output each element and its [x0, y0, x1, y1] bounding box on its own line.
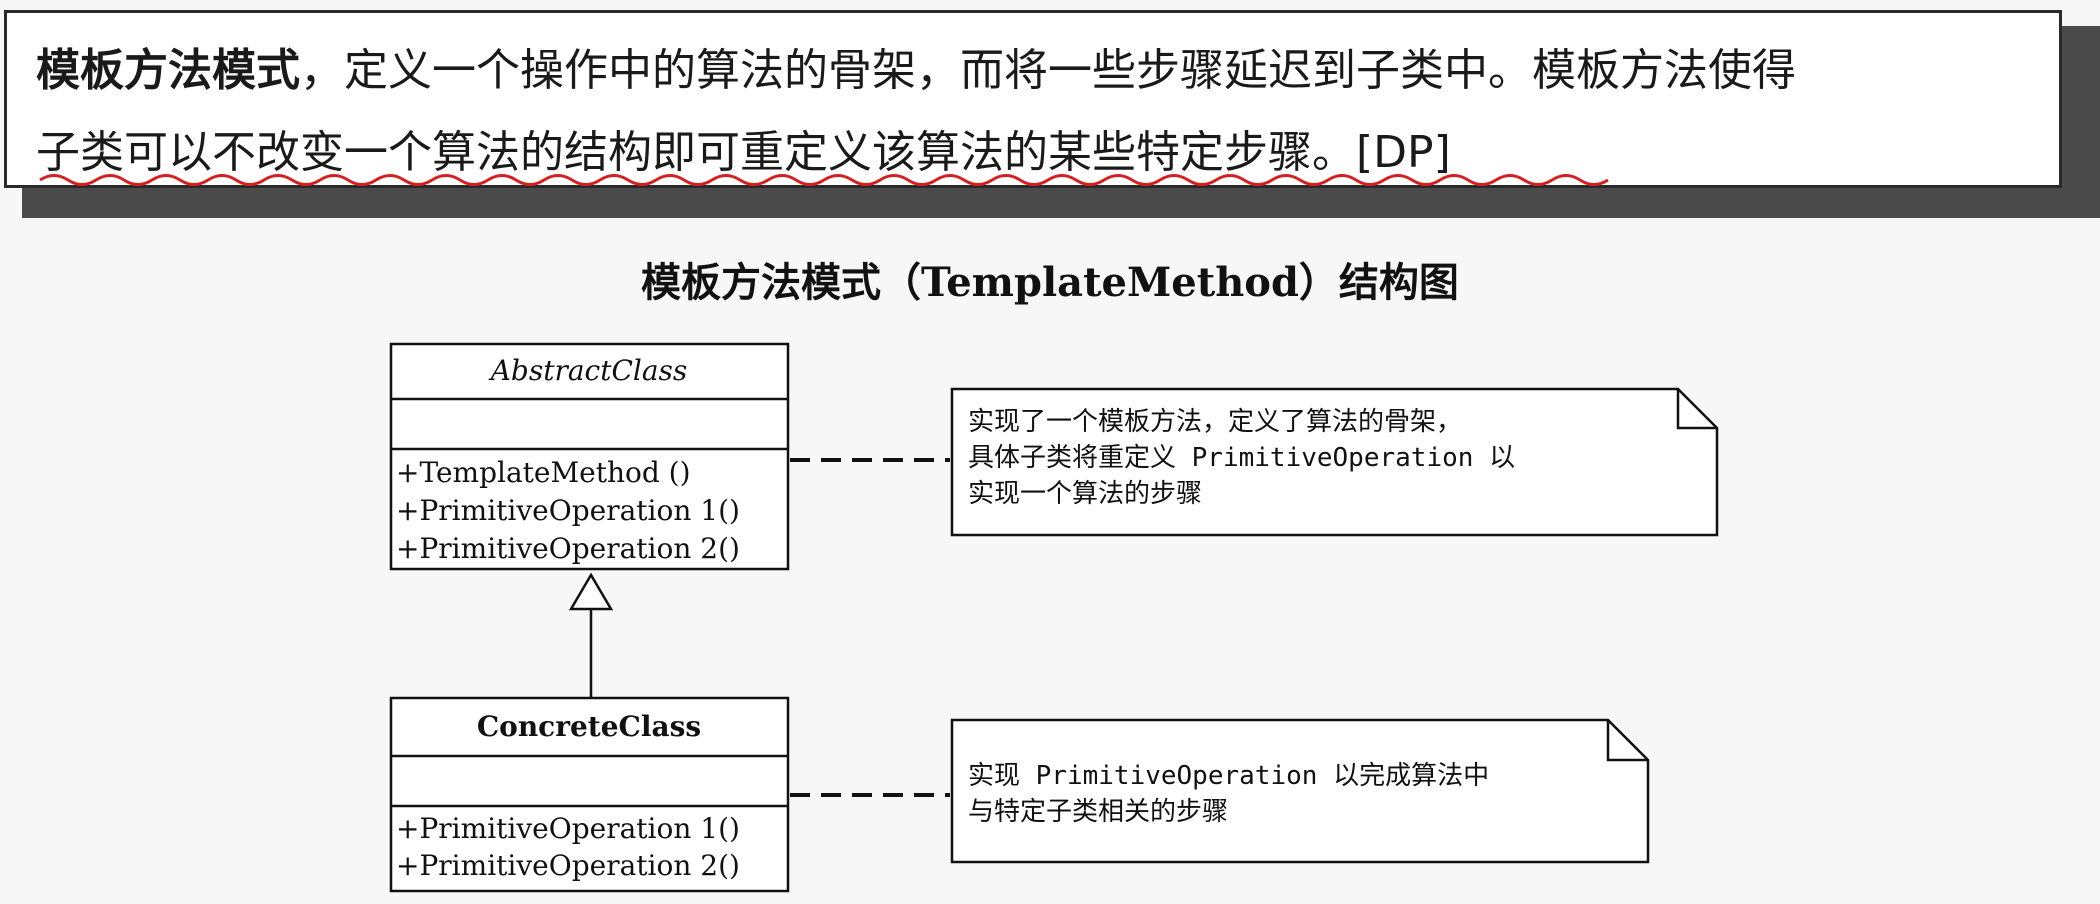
concrete-note: 实现 PrimitiveOperation 以完成算法中 与特定子类相关的步骤	[950, 718, 1650, 864]
abstract-class-rect	[389, 342, 790, 571]
concrete-class-name: ConcreteClass	[477, 710, 701, 743]
wavy-underline-path	[39, 174, 1609, 186]
concrete-class-box: ConcreteClass +PrimitiveOperation 1() +P…	[389, 696, 790, 893]
abstract-note-fold	[1676, 389, 1717, 430]
concrete-method-1: +PrimitiveOperation 1()	[396, 812, 740, 845]
definition-line2: 子类可以不改变一个算法的结构即可重定义该算法的某些特定步骤。[DP]	[36, 127, 1451, 178]
abstract-class-box: AbstractClass +TemplateMethod () +Primit…	[389, 342, 790, 571]
definition-text: 模板方法模式，定义一个操作中的算法的骨架，而将一些步骤延迟到子类中。模板方法使得…	[36, 30, 2036, 194]
abstract-note-line-3: 实现一个算法的步骤	[968, 479, 1202, 509]
definition-term: 模板方法模式	[36, 45, 300, 96]
abstract-method-1: +TemplateMethod ()	[396, 456, 691, 489]
definition-line1: ，定义一个操作中的算法的骨架，而将一些步骤延迟到子类中。模板方法使得	[300, 45, 1796, 96]
abstract-class-name: AbstractClass	[488, 354, 688, 387]
concrete-method-2: +PrimitiveOperation 2()	[396, 849, 740, 882]
concrete-note-line-1: 实现 PrimitiveOperation 以完成算法中	[968, 761, 1489, 791]
concrete-note-line-2: 与特定子类相关的步骤	[968, 797, 1228, 827]
concrete-note-shape	[950, 718, 1650, 864]
concrete-class-rect	[389, 696, 790, 893]
abstract-note: 实现了一个模板方法，定义了算法的骨架， 具体子类将重定义 PrimitiveOp…	[950, 387, 1719, 537]
abstract-method-2: +PrimitiveOperation 1()	[396, 494, 740, 527]
concrete-note-fold	[1606, 720, 1648, 762]
abstract-method-3: +PrimitiveOperation 2()	[396, 532, 740, 565]
diagram-title: 模板方法模式（TemplateMethod）结构图	[641, 259, 1459, 306]
abstract-note-line-1: 实现了一个模板方法，定义了算法的骨架，	[968, 407, 1462, 437]
abstract-note-line-2: 具体子类将重定义 PrimitiveOperation 以	[968, 443, 1515, 473]
definition-box	[4, 10, 2062, 188]
abstract-note-shape	[950, 387, 1719, 537]
inheritance-arrow	[568, 572, 614, 611]
